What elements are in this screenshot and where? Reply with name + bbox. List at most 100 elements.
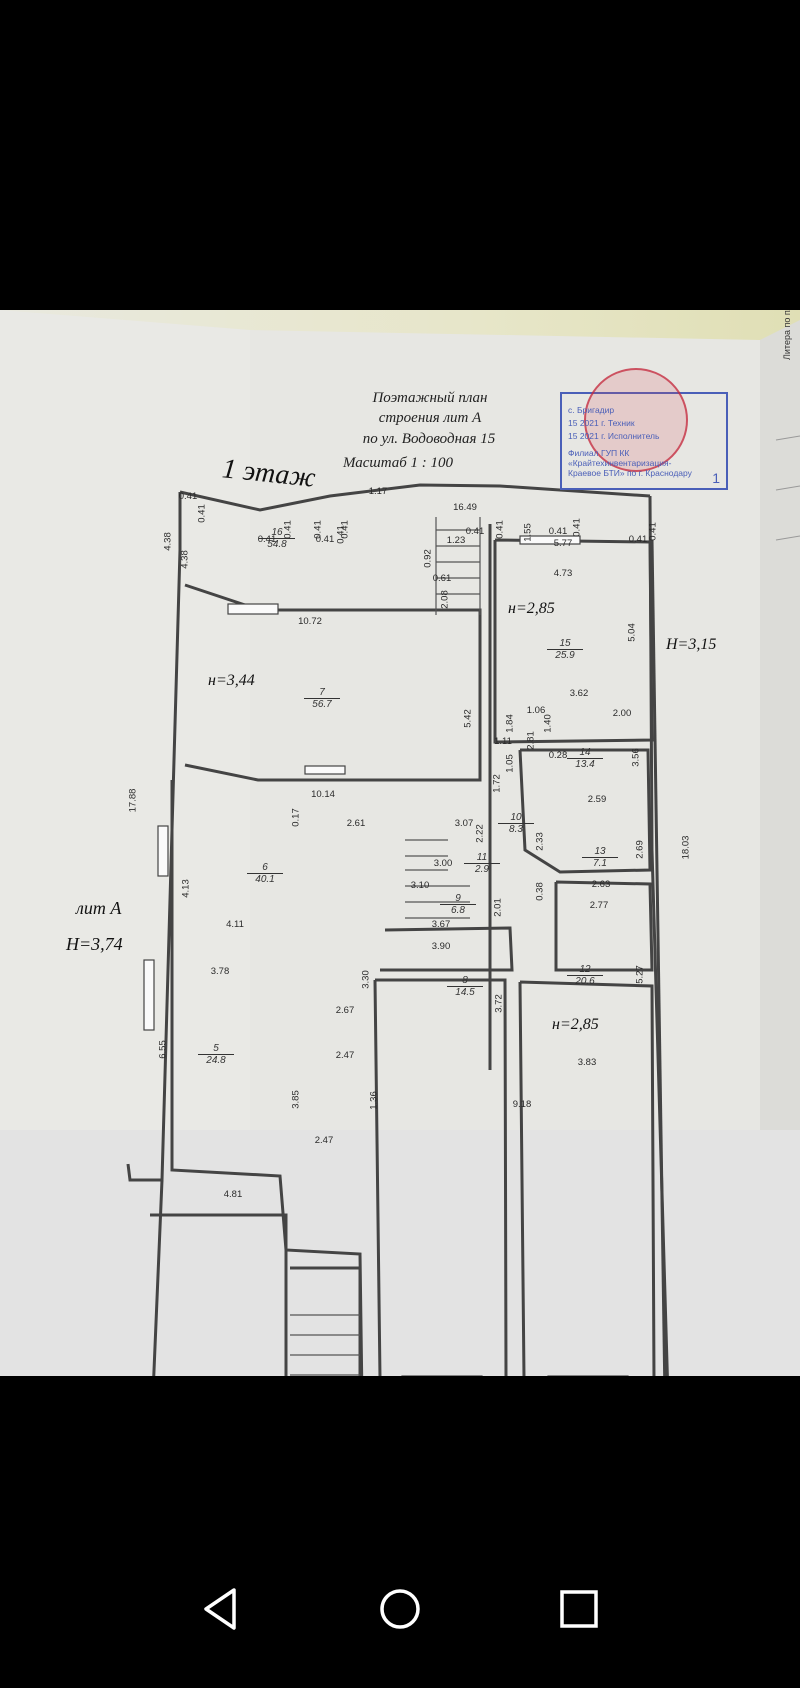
dimension-label: 1.84	[504, 714, 516, 733]
dimension-label: 5.42	[462, 709, 474, 728]
left-page	[0, 310, 250, 1376]
dimension-label: 0.41	[548, 526, 568, 537]
dimension-label: 0.17	[290, 808, 302, 827]
dimension-label: 3.10	[410, 880, 430, 891]
dimension-label: 0.41	[196, 504, 208, 523]
dimension-label: 2.67	[335, 1005, 355, 1016]
dimension-label: 2.01	[492, 898, 504, 917]
side-page-line	[775, 535, 800, 541]
dimension-label: 5.77	[553, 538, 573, 549]
dimension-label: 1.06	[526, 705, 546, 716]
dimension-label: 3.78	[210, 966, 230, 977]
dimension-label: 1.11	[494, 736, 512, 747]
dimension-label: 2.08	[439, 590, 451, 609]
dimension-label: 1.72	[491, 774, 503, 793]
dimension-label: 3.30	[360, 970, 372, 989]
stamp-page-number: 1	[712, 470, 720, 486]
room-area: 40.1	[255, 874, 275, 885]
dimension-label: 5.04	[626, 623, 638, 642]
plan-scale: Масштаб 1 : 100	[342, 455, 454, 471]
plan-title-line2: строения лит А	[378, 410, 482, 426]
dimension-label: 0.92	[422, 549, 434, 568]
dimension-label: 1.40	[542, 714, 554, 733]
room-number: 13	[582, 846, 618, 858]
dimension-label: 0.41	[312, 520, 324, 539]
room-number: 9	[440, 893, 476, 905]
room-area: 7.1	[593, 858, 607, 869]
dimension-label: 3.90	[431, 941, 451, 952]
dimension-label: 10.14	[311, 789, 335, 800]
outer-walls	[126, 483, 669, 1376]
dimension-label: 4.13	[180, 879, 192, 898]
dimension-label: 0.41	[178, 491, 198, 502]
dimension-label: 6.55	[157, 1040, 169, 1059]
home-button[interactable]	[373, 1582, 427, 1636]
room-number: 11	[464, 852, 500, 864]
stamp-line1: с. Бригадир	[568, 405, 615, 415]
dimension-label: 1.36	[368, 1091, 380, 1110]
back-button[interactable]	[194, 1582, 248, 1636]
dimension-label: 2.47	[335, 1050, 355, 1061]
dimension-label: 0.28	[548, 750, 568, 761]
dimension-label: 1.05	[504, 754, 516, 773]
dimension-label: 3.83	[577, 1057, 597, 1068]
dimension-label: 2.22	[474, 824, 486, 843]
back-icon	[204, 1588, 236, 1630]
room-area: 54.8	[267, 539, 287, 550]
dimension-label: 0.61	[432, 573, 452, 584]
room-number: 8	[447, 975, 483, 987]
room-area: 25.9	[555, 650, 575, 661]
lit-height: H=3,74	[66, 934, 123, 954]
height-room12: н=2,85	[552, 1016, 599, 1033]
dimension-label: 4.73	[553, 568, 573, 579]
room-number: 16	[259, 527, 295, 539]
dimension-label: 1.23	[446, 535, 466, 546]
dimension-label: 2.00	[612, 708, 632, 719]
room-area: 14.5	[455, 987, 475, 998]
height-right: H=3,15	[666, 636, 717, 653]
room-number: 12	[567, 964, 603, 976]
dimension-label: 2.33	[534, 832, 546, 851]
dimension-label: 0.38	[534, 882, 546, 901]
side-page-line	[775, 435, 800, 441]
stamp-line3: 15 2021 г. Исполнитель	[568, 431, 660, 441]
dimension-label: 3.07	[454, 818, 474, 829]
dimension-label: 0.41	[494, 520, 506, 539]
dimension-label: 3.72	[493, 994, 505, 1013]
dimension-label: 2.63	[591, 879, 611, 890]
room-number: 15	[547, 638, 583, 650]
dimension-label: 9.18	[512, 1099, 532, 1110]
dimension-label: 16.49	[453, 502, 477, 513]
dimension-label: 0.41	[647, 522, 659, 541]
dimension-label: 4.38	[179, 550, 191, 569]
plan-title-line1: Поэтажный план	[372, 390, 488, 406]
room-area: 13.4	[575, 759, 595, 770]
dimension-label: 3.85	[290, 1090, 302, 1109]
stamp-org3: Краевое БТИ» по г. Краснодару	[568, 468, 692, 478]
stairs	[290, 517, 481, 1376]
height-room15: н=2,85	[508, 600, 555, 617]
dimension-label: 3.00	[433, 858, 453, 869]
floor-plan	[0, 310, 800, 1376]
dimension-label: 0.41	[628, 534, 648, 545]
dimension-label: 3.56	[630, 748, 642, 767]
stamp-org1: Филиал ГУП КК	[568, 448, 630, 458]
room-area: 8.3	[509, 824, 523, 835]
dimension-label: 18.03	[680, 835, 692, 860]
dimension-label: 4.81	[223, 1189, 243, 1200]
side-page	[760, 320, 800, 1376]
room-number: 5	[198, 1043, 234, 1055]
dimension-label: 1.17	[368, 486, 388, 497]
lit-label: лит А	[76, 898, 122, 918]
dimension-label: 2.77	[589, 900, 609, 911]
official-seal	[584, 368, 688, 472]
recents-button[interactable]	[552, 1582, 606, 1636]
